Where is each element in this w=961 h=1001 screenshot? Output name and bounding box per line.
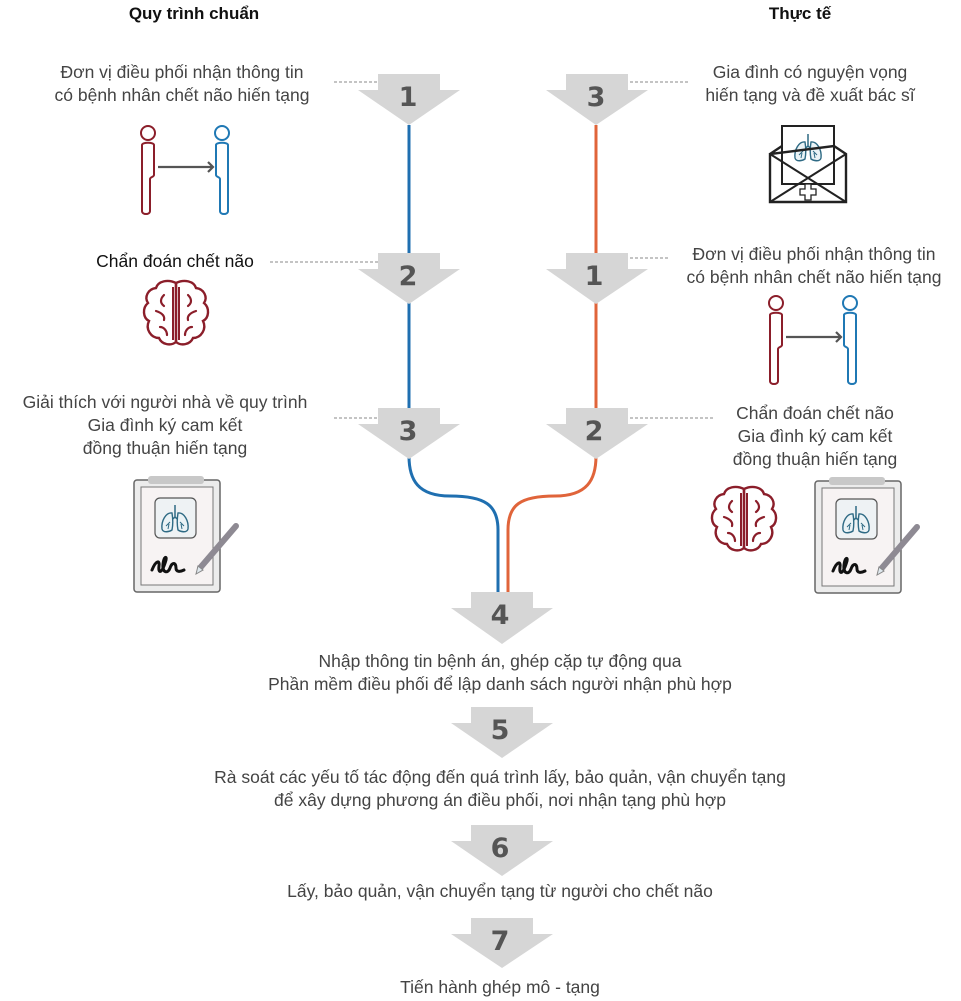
step-number: 3 [587,82,606,113]
actual-step-2-text: Chẩn đoán chết não Gia đình ký cam kết đ… [732,403,898,469]
arrow-standard-1 [358,74,460,125]
standard-step-3-text: Giải thích với người nhà về quy trình Gi… [22,392,308,458]
signed-clipboard-icon [134,476,236,592]
step-number: 1 [399,82,418,113]
standard-flow-line [407,125,500,592]
arrow-actual-2 [546,408,648,459]
arrow-shared-6 [451,825,553,876]
shared-step-4-text: Nhập thông tin bệnh án, ghép cặp tự động… [268,651,732,694]
heading-actual-process: Thực tế [768,4,832,23]
actual-step-1-text: Đơn vị điều phối nhận thông tin có bệnh … [686,244,942,287]
brain-icon [710,485,778,552]
step-number: 6 [491,833,510,864]
arrow-actual-1 [546,253,648,304]
step-number: 1 [585,261,604,292]
people-transfer-icon [767,294,859,386]
step-number: 4 [491,600,510,631]
shared-step-7-text: Tiến hành ghép mô - tạng [400,977,600,997]
shared-step-5-text: Rà soát các yếu tố tác động đến quá trìn… [214,767,786,810]
step-arrows [358,74,648,968]
step-number: 5 [491,715,510,746]
step-number: 2 [399,261,418,292]
arrow-shared-5 [451,707,553,758]
medical-envelope-icon [768,125,848,204]
arrow-shared-7 [451,918,553,968]
heading-standard-process: Quy trình chuẩn [128,4,260,23]
arrow-shared-4 [451,592,553,644]
signed-clipboard-icon [815,477,917,593]
arrow-actual-3 [546,74,648,125]
arrow-standard-3 [358,408,460,459]
step-number: 2 [585,416,604,447]
standard-step-1-text: Đơn vị điều phối nhận thông tin có bệnh … [54,62,310,105]
standard-step-2-text: Chẩn đoán chết não [96,251,254,271]
brain-icon [142,279,210,346]
actual-step-3-text: Gia đình có nguyện vọng hiến tạng và đề … [705,62,915,105]
shared-step-6-text: Lấy, bảo quản, vận chuyển tạng từ người … [287,881,713,901]
actual-flow-line [506,125,598,592]
arrow-standard-2 [358,253,460,304]
people-transfer-icon [139,124,231,216]
step-number: 3 [399,416,418,447]
step-number: 7 [491,926,510,957]
